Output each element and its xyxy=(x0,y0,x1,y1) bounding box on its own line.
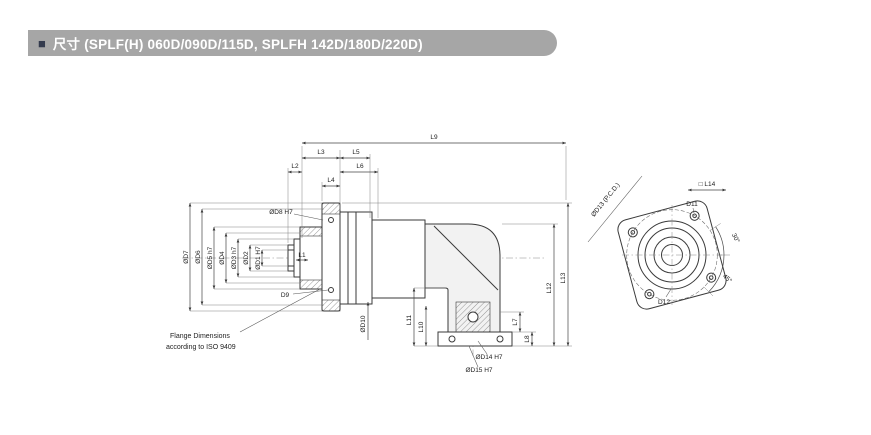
elbow-miter-line xyxy=(433,225,499,291)
flange-bolt-hole-bottom xyxy=(328,287,334,293)
dim-label-d7: ØD7 xyxy=(183,250,190,264)
pcd-leader-line xyxy=(587,175,643,243)
dim-label-l7: L7 xyxy=(512,318,519,326)
dim-label-l9: L9 xyxy=(430,134,438,141)
dim-label-l3: L3 xyxy=(317,149,325,156)
hub-section-hatch-top xyxy=(299,226,323,237)
dim-label-l11: L11 xyxy=(406,314,413,325)
label-angle-30: 30° xyxy=(730,232,742,245)
flange-bolt-hole-top xyxy=(328,217,334,223)
flange-hatch-bottom xyxy=(321,299,341,312)
dim-label-d10: ØD10 xyxy=(360,315,367,332)
hub-section-hatch-bottom xyxy=(299,279,323,290)
dim-label-d3: ØD3 h7 xyxy=(231,246,238,269)
dim-label-l8: L8 xyxy=(524,335,531,343)
label-d8: ØD8 H7 xyxy=(269,209,293,216)
dim-label-l10: L10 xyxy=(418,321,425,332)
dim-label-l12: L12 xyxy=(546,282,553,293)
dim-label-l2: L2 xyxy=(291,163,299,170)
label-d12: D12 xyxy=(658,299,670,306)
housing-rear xyxy=(371,219,426,299)
dim-label-d2: ØD2 xyxy=(243,251,250,265)
motor-flange-hole-left xyxy=(448,335,456,343)
left-diameter-dimensions: ØD7 ØD6 ØD5 h7 ØD4 ØD3 h7 ØD2 ØD1 H7 L1 xyxy=(183,202,324,312)
d11-leader xyxy=(692,207,695,214)
flange-hatch-top xyxy=(321,202,341,215)
dim-label-l5: L5 xyxy=(352,149,360,156)
dim-label-d4: ØD4 xyxy=(219,251,226,265)
label-d13: ØD13 (P.C.D.) xyxy=(590,182,622,219)
label-d9: D9 xyxy=(281,292,290,299)
clamp-screw-bore xyxy=(467,311,479,323)
bottom-dimensions: ØD10 L11 L10 L7 L8 L12 L13 xyxy=(342,202,572,347)
dim-label-d5: ØD5 h7 xyxy=(207,246,214,269)
dim-label-l1: L1 xyxy=(298,252,306,259)
side-view: L9 L3 L5 L2 L6 L4 xyxy=(166,134,572,374)
section-header-bar: ■ 尺寸 (SPLF(H) 060D/090D/115D, SPLFH 142D… xyxy=(28,30,557,56)
callouts: ØD8 H7 D9 Flange Dimensions according to… xyxy=(166,209,503,374)
flange-note-line1: Flange Dimensions xyxy=(170,333,230,340)
top-dimensions: L9 L3 L5 L2 L6 L4 xyxy=(287,134,567,243)
section-title: 尺寸 (SPLF(H) 060D/090D/115D, SPLFH 142D/1… xyxy=(52,37,423,52)
motor-flange-hole-right xyxy=(496,335,504,343)
label-d15: ØD15 H7 xyxy=(465,367,492,374)
dim-label-l13: L13 xyxy=(560,272,567,283)
d12-leader xyxy=(665,288,672,298)
dim-label-d1: ØD1 H7 xyxy=(255,246,262,270)
section-bullet-icon: ■ xyxy=(38,35,46,51)
flange-note-line2: according to ISO 9409 xyxy=(166,344,236,351)
gearbox-body xyxy=(287,202,513,347)
dim-label-d6: ØD6 xyxy=(195,250,202,264)
front-view: ØD13 (P.C.D.) □ L14 D11 D12 30° 45° xyxy=(587,175,742,310)
dim-label-l4: L4 xyxy=(327,177,335,184)
label-d14: ØD14 H7 xyxy=(475,354,502,361)
dim-label-l14: □ L14 xyxy=(699,181,716,188)
label-d11: D11 xyxy=(686,201,698,208)
dim-label-l6: L6 xyxy=(356,163,364,170)
